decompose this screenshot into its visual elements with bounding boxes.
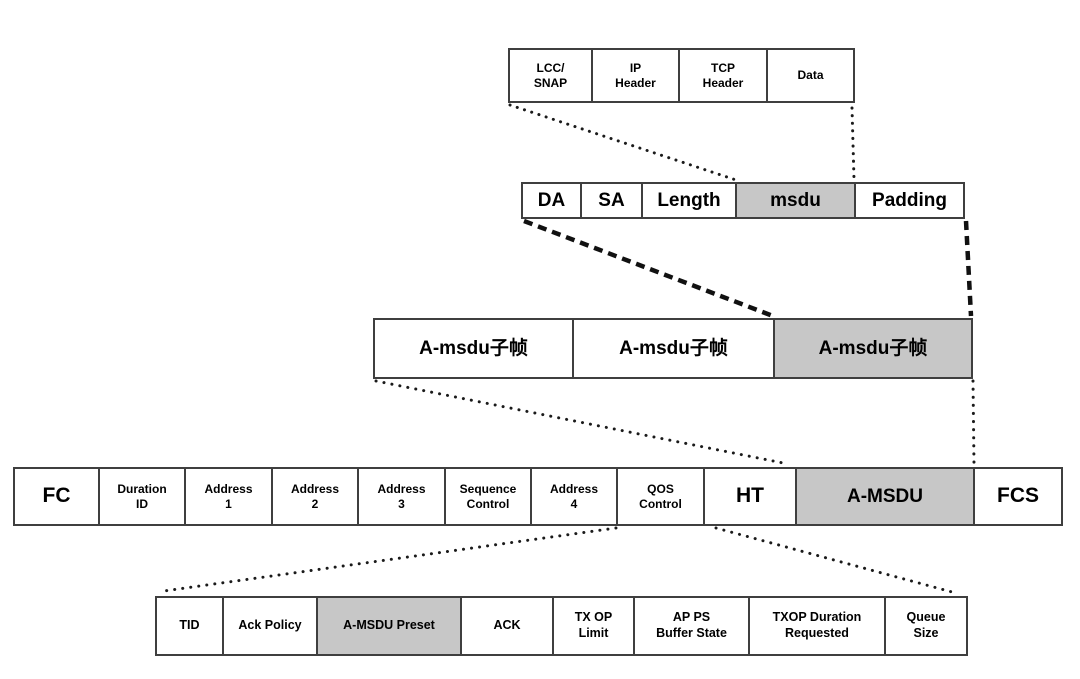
- connector-qos-to-fields-left: [162, 526, 618, 593]
- cell-tcp-header: TCP Header: [678, 48, 768, 103]
- cell-fc: FC: [13, 467, 100, 526]
- cell-sequence-control: Sequence Control: [444, 467, 532, 526]
- cell-queue-size: Queue Size: [884, 596, 968, 656]
- cell-ap-ps-buffer-state: AP PS Buffer State: [633, 596, 750, 656]
- cell-da: DA: [521, 182, 582, 219]
- cell-padding: Padding: [854, 182, 965, 219]
- cell-tid: TID: [155, 596, 224, 656]
- cell-txop-limit: TX OP Limit: [552, 596, 635, 656]
- cell-lcc-snap: LCC/ SNAP: [508, 48, 593, 103]
- connector-qos-to-fields-right: [714, 526, 954, 594]
- cell-ip-header: IP Header: [591, 48, 680, 103]
- cell-sa: SA: [580, 182, 643, 219]
- cell-amsdu-subframe-1: A-msdu子帧: [373, 318, 574, 379]
- cell-length: Length: [641, 182, 737, 219]
- cell-address-3: Address 3: [357, 467, 446, 526]
- amsdu-aggregate-row: A-msdu子帧 A-msdu子帧 A-msdu子帧: [373, 318, 973, 379]
- cell-fcs: FCS: [973, 467, 1063, 526]
- cell-ht: HT: [703, 467, 797, 526]
- connector-payload-to-msdu-right: [850, 106, 856, 181]
- upper-layer-payload-row: LCC/ SNAP IP Header TCP Header Data: [508, 48, 855, 103]
- msdu-subframe-fields-row: DA SA Length msdu Padding: [521, 182, 965, 219]
- connector-subframe-to-aggregate-left: [523, 218, 774, 319]
- cell-ack-policy: Ack Policy: [222, 596, 318, 656]
- cell-msdu: msdu: [735, 182, 856, 219]
- cell-amsdu-preset: A-MSDU Preset: [316, 596, 462, 656]
- qos-control-fields-row: TID Ack Policy A-MSDU Preset ACK TX OP L…: [155, 596, 968, 656]
- cell-address-4: Address 4: [530, 467, 618, 526]
- cell-address-2: Address 2: [271, 467, 359, 526]
- cell-duration-id: Duration ID: [98, 467, 186, 526]
- connector-aggregate-to-amsdu-left: [374, 379, 790, 466]
- cell-a-msdu: A-MSDU: [795, 467, 975, 526]
- connector-aggregate-to-amsdu-right: [971, 379, 976, 466]
- connector-payload-to-msdu-left: [508, 103, 738, 182]
- cell-qos-control: QOS Control: [616, 467, 705, 526]
- cell-ack: ACK: [460, 596, 554, 656]
- cell-address-1: Address 1: [184, 467, 273, 526]
- connector-subframe-to-aggregate-right: [963, 220, 974, 317]
- cell-amsdu-subframe-3: A-msdu子帧: [773, 318, 973, 379]
- cell-data: Data: [766, 48, 855, 103]
- cell-txop-duration-requested: TXOP Duration Requested: [748, 596, 886, 656]
- mac-frame-row: FC Duration ID Address 1 Address 2 Addre…: [13, 467, 1063, 526]
- cell-amsdu-subframe-2: A-msdu子帧: [572, 318, 775, 379]
